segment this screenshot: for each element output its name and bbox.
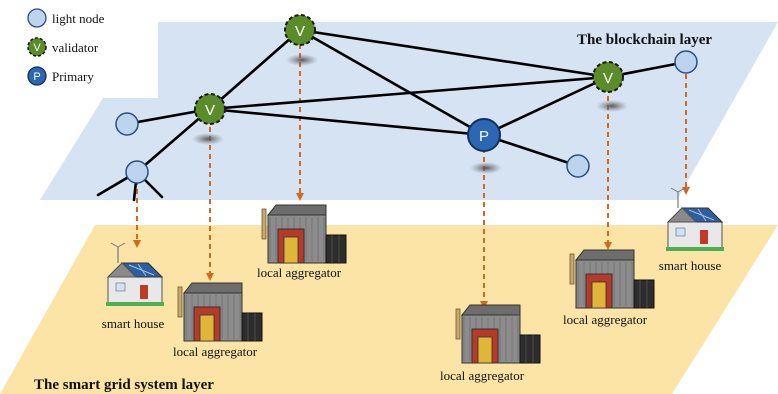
validator-symbol: V [295, 23, 305, 40]
edge [298, 28, 610, 79]
legend-primary: Primary [52, 69, 94, 84]
validator-node: V [194, 93, 226, 125]
validator-nodes: V V V [194, 14, 624, 125]
edge [208, 28, 302, 111]
node-shadows [192, 54, 628, 174]
network-edges [96, 28, 688, 202]
blockchain-plane [40, 22, 778, 200]
light-node [125, 160, 149, 184]
factory-icon [261, 204, 347, 264]
smart-grid-layer-title: The smart grid system layer [34, 377, 214, 393]
light-node [674, 50, 698, 74]
facility-label: local aggregator [257, 265, 342, 280]
validator-icon [27, 37, 47, 57]
facility-label: local aggregator [563, 312, 648, 327]
light-node-icon [27, 8, 47, 28]
legend: light node V validator P Primary [18, 2, 158, 98]
edge [135, 107, 212, 174]
facility-label: smart house [102, 316, 165, 331]
primary-node: P [467, 118, 501, 152]
validator-symbol: V [603, 70, 613, 87]
layer-links [133, 44, 690, 309]
validator-node: V [592, 61, 624, 93]
validator-node: V [284, 14, 316, 46]
primary-icon [27, 66, 47, 86]
primary-symbol: P [479, 128, 489, 145]
edge [482, 75, 610, 137]
edge [208, 107, 486, 137]
light-nodes [115, 50, 698, 184]
light-node [566, 154, 590, 178]
smart-house-icon [666, 187, 724, 251]
smart-grid-plane [0, 225, 778, 394]
facility-label: local aggregator [173, 344, 258, 359]
smart-house-icon [106, 242, 164, 306]
legend-primary-symbol: P [33, 71, 40, 83]
legend-light-node: light node [52, 11, 105, 26]
legend-validator-symbol: V [33, 42, 41, 54]
legend-validator: validator [52, 40, 99, 55]
facilities: smart house smart house local aggregator lo… [102, 187, 724, 383]
factory-icon [455, 304, 541, 364]
facility-label: local aggregator [440, 368, 525, 383]
facility-label: smart house [659, 258, 722, 273]
light-node [115, 112, 139, 136]
factory-icon [177, 282, 263, 342]
validator-symbol: V [205, 102, 215, 119]
edge [298, 28, 486, 137]
factory-icon [569, 249, 655, 309]
blockchain-layer-title: The blockchain layer [577, 32, 712, 48]
